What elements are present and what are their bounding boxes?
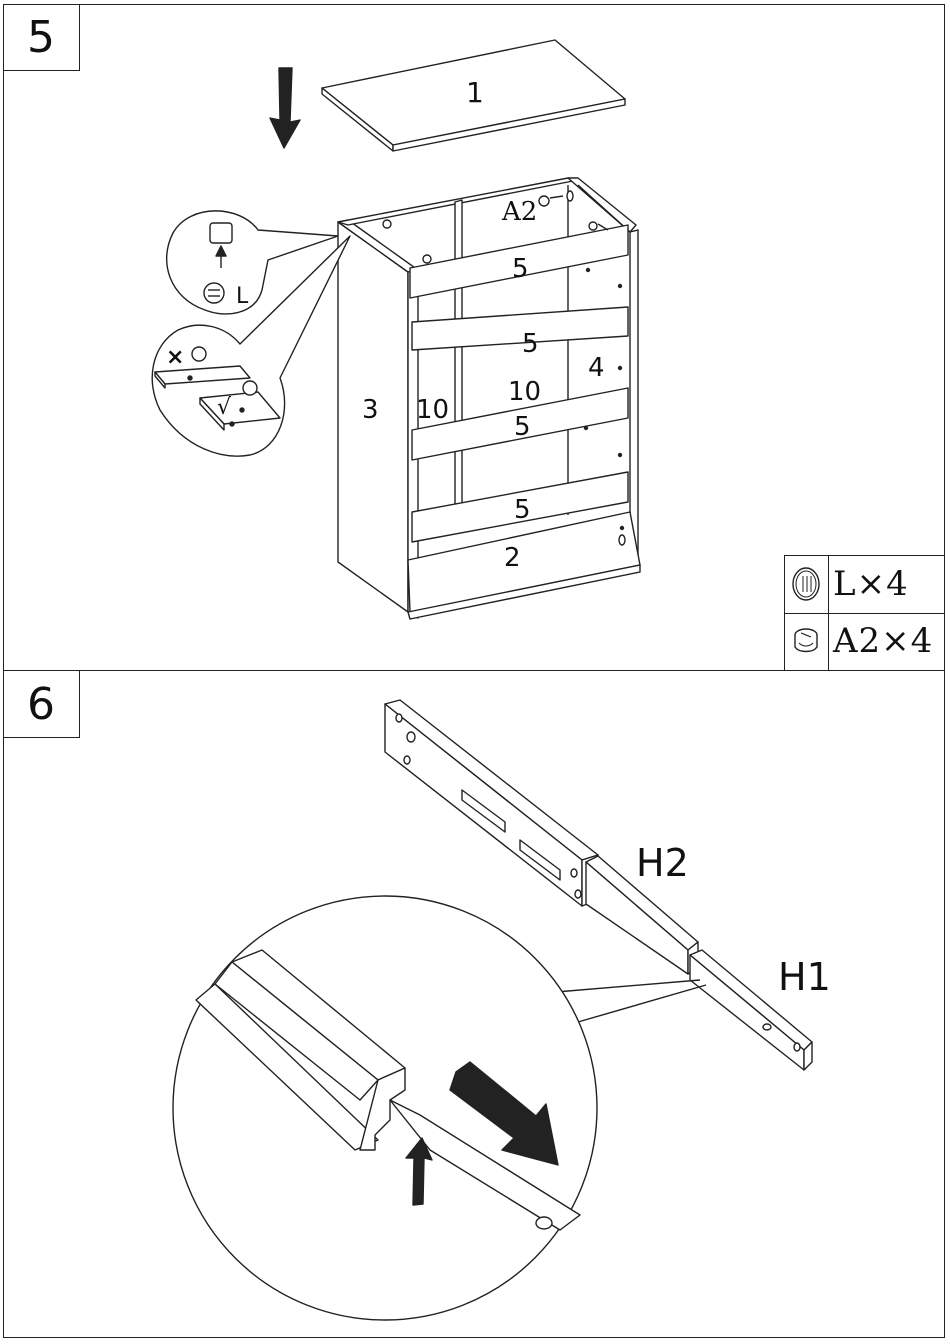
hardware-table: L×4 A2×4 (784, 555, 945, 670)
cam-lock-icon (785, 613, 829, 670)
part-label-side: 3 (362, 395, 379, 425)
part-label-bottom: 2 (504, 543, 521, 573)
down-arrow-icon (270, 68, 300, 148)
dowel-label: L (236, 284, 249, 309)
part-label-back: 4 (588, 353, 605, 383)
part-label-rail: 5 (514, 495, 531, 525)
part-label-rail: 5 (522, 329, 539, 359)
part-label-divider: 10 (508, 377, 541, 407)
drawer-rail-h2 (385, 700, 598, 906)
part-label-h2: H2 (636, 841, 689, 885)
rail-magnified-detail (173, 896, 597, 1320)
hardware-row: L×4 (785, 556, 945, 614)
hardware-count: A2×4 (833, 621, 933, 661)
part-label-cam: A2 (501, 197, 537, 227)
wrong-mark-icon: × (166, 345, 184, 370)
dowel-icon (785, 556, 829, 613)
part-label-top: 1 (466, 76, 484, 109)
part-label-rail: 5 (514, 412, 531, 442)
part-label-h1: H1 (778, 955, 831, 999)
hardware-row: A2×4 (785, 613, 945, 670)
part-label-rail: 5 (512, 254, 529, 284)
part-label-divider: 10 (416, 395, 449, 425)
hardware-count: L×4 (833, 564, 909, 604)
cabinet (338, 178, 640, 619)
correct-mark-icon: √ (217, 395, 232, 420)
